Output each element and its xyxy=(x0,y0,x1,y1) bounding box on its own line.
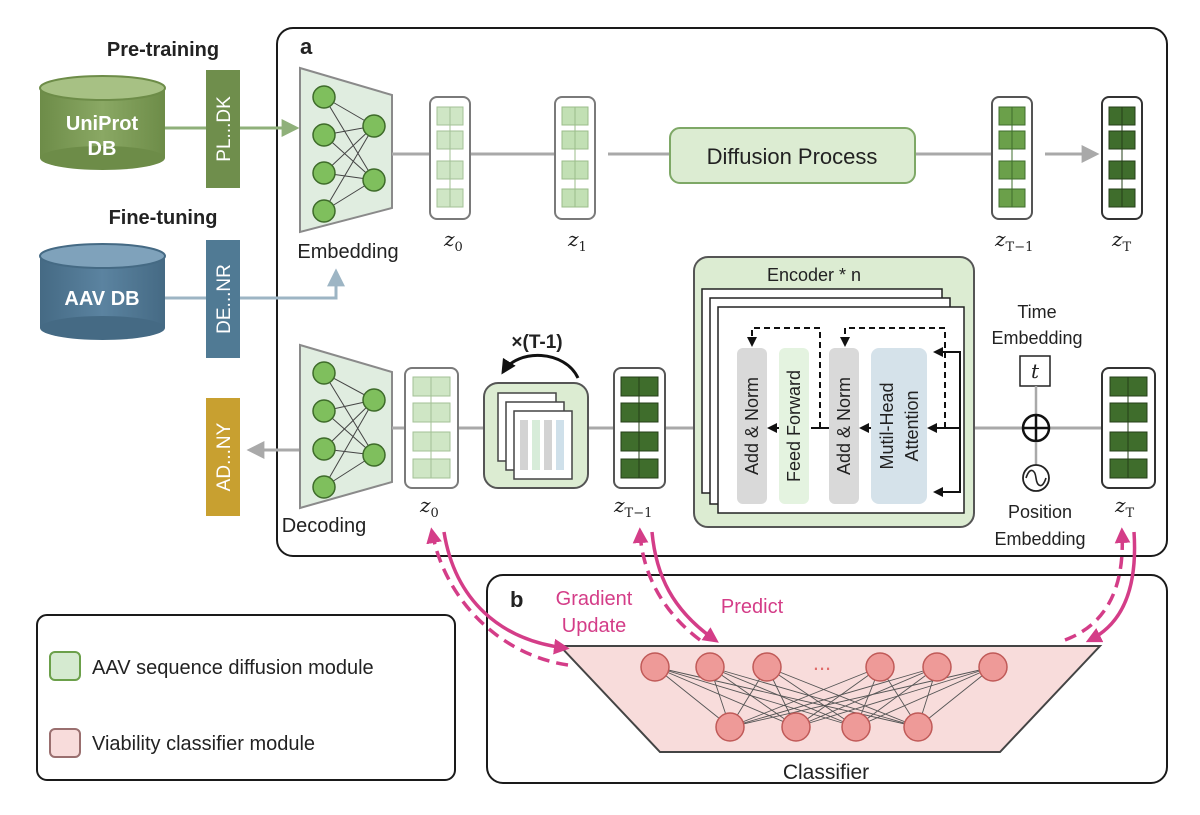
latent-zT1-bottom xyxy=(613,367,666,489)
seq-output-box xyxy=(206,398,240,516)
latent-zT-bottom xyxy=(1101,367,1156,489)
panel-b-label: b xyxy=(510,587,523,612)
legend-item-1: AAV sequence diffusion module xyxy=(92,657,374,679)
pretraining-label: Pre-training xyxy=(107,39,219,61)
stacked-layers-icon xyxy=(497,392,573,480)
sinusoid-icon xyxy=(1022,464,1050,492)
add-norm-1-block xyxy=(737,348,767,504)
predict-label: Predict xyxy=(721,596,784,618)
zT-top-label: zT xyxy=(1111,227,1132,255)
arrow-seq-to-embedding-ft xyxy=(240,268,345,300)
legend-box xyxy=(36,614,456,781)
gradient-update-line1: Gradient xyxy=(556,588,633,610)
uniprot-db-icon xyxy=(39,75,166,170)
feed-forward-block xyxy=(779,348,809,504)
embedding-label: Embedding xyxy=(297,241,398,263)
add-circle-icon xyxy=(1021,413,1051,443)
feed-forward-text: Feed Forward xyxy=(784,370,804,482)
time-embedding-box xyxy=(1019,355,1051,387)
diffusion-process-box xyxy=(669,127,916,184)
encoder-title: Encoder * n xyxy=(767,265,861,285)
classifier-ellipsis: ... xyxy=(813,650,831,675)
time-embedding-line2: Embedding xyxy=(991,328,1082,348)
latent-z0-top xyxy=(429,96,471,220)
add-norm-2-block xyxy=(829,348,859,504)
classifier-nodes xyxy=(640,652,1008,742)
zT-bottom-label: zT xyxy=(1114,493,1135,521)
gradient-update-line2: Update xyxy=(562,615,627,637)
classifier-label: Classifier xyxy=(783,761,869,784)
latent-z0-bottom xyxy=(404,367,459,489)
legend-item-2: Viability classifier module xyxy=(92,733,315,755)
decoding-nodes xyxy=(312,361,386,499)
loop-arrow-icon xyxy=(501,353,580,379)
panel-b-frame xyxy=(486,574,1168,784)
aav-db-text: AAV DB xyxy=(64,288,139,310)
z1-label: z1 xyxy=(567,227,587,255)
legend-swatch-pink xyxy=(49,728,81,758)
gradient-predict-arrows xyxy=(426,527,1137,667)
add-norm-2-text: Add & Norm xyxy=(834,377,854,475)
add-norm-1-text: Add & Norm xyxy=(742,377,762,475)
attention-block xyxy=(871,348,927,504)
z0-bottom-label: z0 xyxy=(419,493,439,521)
embedding-nodes xyxy=(312,85,386,223)
z0-top-label: z0 xyxy=(443,227,463,255)
decoding-block xyxy=(299,343,393,510)
embedding-block xyxy=(299,66,393,234)
latent-zT-top xyxy=(1101,96,1143,220)
diffusion-process-label: Diffusion Process xyxy=(707,144,878,169)
decoding-label: Decoding xyxy=(282,515,367,537)
panel-a-label: a xyxy=(300,34,313,59)
seq-finetune-box xyxy=(206,240,240,358)
latent-zT1-top xyxy=(991,96,1033,220)
attention-text-line1: Mutil-Head xyxy=(877,382,897,469)
position-embedding-line2: Embedding xyxy=(994,529,1085,549)
loop-label: ×(T-1) xyxy=(511,332,562,353)
zT1-bottom-label: zT−1 xyxy=(613,493,652,521)
seq-pretrain-text: PL...DK xyxy=(214,96,235,162)
legend-swatch-green xyxy=(49,651,81,681)
zT1-top-label: zT−1 xyxy=(994,227,1033,255)
seq-output-text: AD...NY xyxy=(214,422,235,491)
aav-db-icon xyxy=(39,243,166,340)
attention-text-line2: Attention xyxy=(902,390,922,461)
latent-z1 xyxy=(554,96,596,220)
seq-pretrain-box xyxy=(206,70,240,188)
classifier-trapezoid xyxy=(557,645,1103,753)
seq-finetune-text: DE...NR xyxy=(214,264,235,334)
encoder-internal-arrows xyxy=(747,327,961,497)
finetuning-label: Fine-tuning xyxy=(109,207,218,229)
time-symbol: t xyxy=(1031,359,1040,383)
position-embedding-line1: Position xyxy=(1008,502,1072,522)
uniprot-db-line1: UniProt xyxy=(66,113,139,135)
panel-a-frame xyxy=(276,27,1168,557)
uniprot-db-line2: DB xyxy=(88,138,117,160)
time-embedding-line1: Time xyxy=(1017,302,1056,322)
